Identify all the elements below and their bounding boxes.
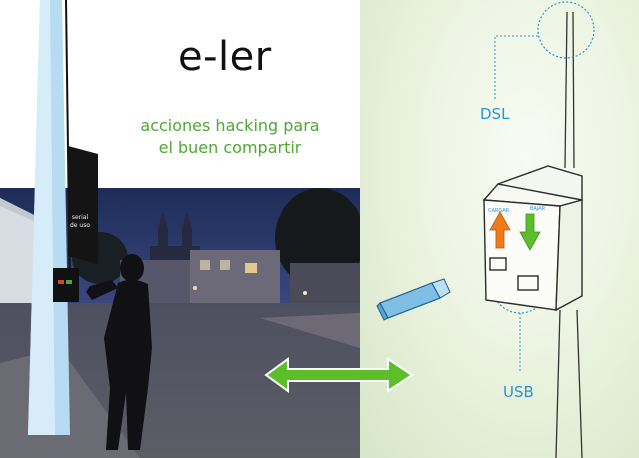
subtitle-line2: el buen compartir: [158, 138, 302, 157]
lamppost: [28, 0, 98, 435]
device-sketch: CARGAR BAJAR: [376, 1, 595, 458]
page-subtitle: acciones hacking para el buen compartir: [140, 115, 320, 159]
double-arrow-icon: [264, 357, 414, 393]
device-left-label: CARGAR: [488, 208, 510, 214]
subtitle-line1: acciones hacking para: [140, 116, 320, 135]
usb-label: USB: [503, 383, 534, 401]
device-box: [53, 268, 79, 302]
person-silhouette: [86, 254, 152, 450]
photo-panel: serial de uso: [0, 0, 360, 458]
tree: [275, 188, 360, 288]
sketch-pole: [555, 11, 583, 458]
dsl-highlight: [537, 1, 595, 59]
usb-stick-icon: [376, 278, 451, 321]
dsl-label: DSL: [480, 105, 510, 123]
sign-text: serial de uso: [62, 214, 98, 230]
page-title: e-ler: [178, 34, 272, 80]
arrow-down-icon: [519, 213, 541, 251]
device-right-label: BAJAR: [530, 206, 546, 212]
sketch-panel: CARGAR BAJAR: [360, 0, 639, 458]
sign-text-line2: de uso: [69, 222, 90, 229]
sign-text-line1: serial: [71, 214, 89, 221]
sign-board: [68, 146, 98, 264]
arrow-up-icon: [489, 211, 511, 249]
house: [190, 250, 280, 305]
